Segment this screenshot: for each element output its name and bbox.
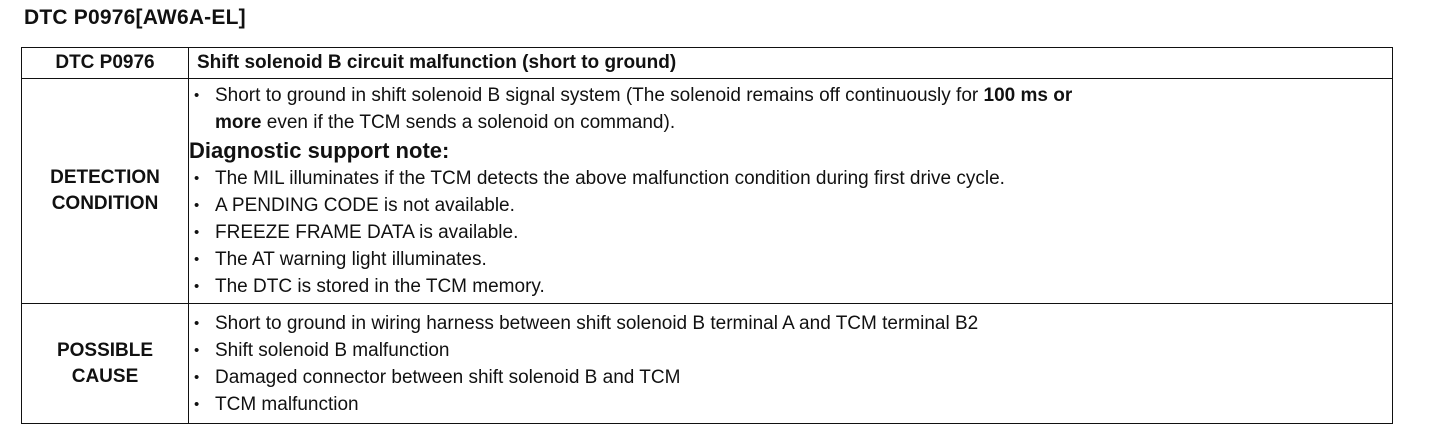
detection-text-bold1: 100 ms or [983,85,1073,106]
table-header-row: DTC P0976 Shift solenoid B circuit malfu… [21,47,1393,79]
detection-main-list: • Short to ground in shift solenoid B si… [189,82,1392,136]
detection-condition-body: • Short to ground in shift solenoid B si… [188,78,1393,304]
list-item: • Short to ground in wiring harness betwe… [189,310,1392,337]
cause-label-line-2: CAUSE [71,365,139,387]
detection-text-part2: even if the TCM sends a solenoid on comm… [261,112,676,133]
bullet-icon: • [194,170,200,187]
bullet-icon: • [194,314,200,332]
diagnostic-note-list: • The MIL illuminates if the TCM detects … [189,165,1392,300]
cause-text: Short to ground in wiring harness betwee… [215,312,979,334]
bullet-icon: • [194,278,200,295]
note-text: The MIL illuminates if the TCM detects t… [215,168,1005,189]
detection-condition-row: DETECTION CONDITION • Short to ground in… [21,78,1393,304]
bullet-icon: • [194,251,200,268]
detection-text-part1: Short to ground in shift solenoid B sign… [215,85,984,106]
dtc-table: DTC P0976 Shift solenoid B circuit malfu… [21,47,1393,424]
bullet-icon: • [194,197,200,214]
detection-condition-label: DETECTION CONDITION [21,78,189,304]
bullet-icon: • [194,368,200,386]
note-text: The DTC is stored in the TCM memory. [215,276,545,297]
dtc-code-cell: DTC P0976 [21,47,189,79]
list-item: • A PENDING CODE is not available. [189,192,1392,219]
page-title: DTC P0976[AW6A-EL] [24,6,246,29]
possible-cause-list: • Short to ground in wiring harness betwe… [189,310,1392,418]
list-item: • TCM malfunction [189,391,1392,418]
list-item: • Short to ground in shift solenoid B si… [189,82,1392,136]
detection-label-line-2: CONDITION [51,193,159,214]
cause-text: Shift solenoid B malfunction [215,339,450,361]
list-item: • FREEZE FRAME DATA is available. [189,219,1392,246]
note-text: A PENDING CODE is not available. [215,195,515,216]
bullet-icon: • [194,224,200,241]
detection-label-line-1: DETECTION [50,167,160,188]
possible-cause-row: POSSIBLE CAUSE • Short to ground in wirin… [21,303,1393,424]
list-item: • Damaged connector between shift solenoi… [189,364,1392,391]
possible-cause-label: POSSIBLE CAUSE [21,303,189,424]
cause-label-line-1: POSSIBLE [56,339,154,361]
detection-text-bold2: more [215,112,262,133]
note-text: FREEZE FRAME DATA is available. [215,222,519,243]
list-item: • The AT warning light illuminates. [189,246,1392,273]
dtc-description-cell: Shift solenoid B circuit malfunction (sh… [188,47,1393,79]
cause-text: TCM malfunction [215,393,359,415]
diagnostic-note-heading: Diagnostic support note: [189,138,450,163]
bullet-icon: • [194,341,200,359]
note-text: The AT warning light illuminates. [215,249,487,270]
list-item: • The MIL illuminates if the TCM detects … [189,165,1392,192]
cause-text: Damaged connector between shift solenoid… [215,366,681,388]
possible-cause-body: • Short to ground in wiring harness betwe… [188,303,1393,424]
bullet-icon: • [194,395,200,413]
list-item: • The DTC is stored in the TCM memory. [189,273,1392,300]
bullet-icon: • [194,87,200,104]
list-item: • Shift solenoid B malfunction [189,337,1392,364]
